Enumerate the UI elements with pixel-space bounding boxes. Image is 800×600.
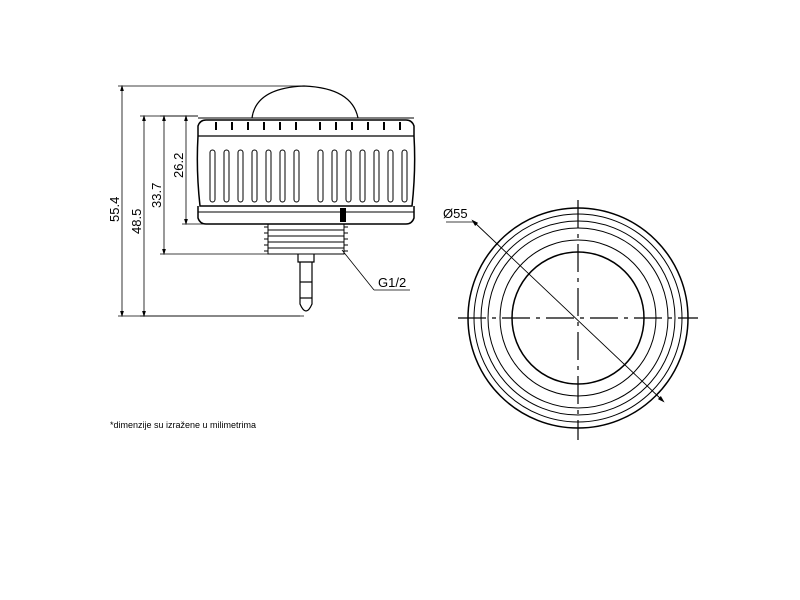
dim-total-height: 55.4: [107, 197, 122, 222]
top-view: [446, 200, 698, 440]
dim-housing-thread: 33.7: [149, 183, 164, 208]
top-rim: [197, 119, 415, 136]
dimension-lines: [118, 84, 304, 318]
dim-height-to-base: 48.5: [129, 209, 144, 234]
dim-housing-height: 26.2: [171, 153, 186, 178]
housing-body: [196, 135, 416, 207]
thread: [264, 223, 348, 255]
housing-base: [197, 206, 415, 225]
dome-outline: [251, 85, 359, 119]
rim-notches: [215, 122, 401, 130]
side-view: G1/2: [196, 85, 416, 312]
diameter-leader: [471, 219, 665, 403]
thread-leader: [341, 249, 410, 291]
dim-diameter: Ø55: [443, 206, 468, 221]
units-note: *dimenzije su izražene u milimetrima: [110, 420, 257, 430]
base-tab: [340, 208, 346, 222]
housing-ribs: [209, 149, 408, 203]
thread-label: G1/2: [378, 275, 406, 290]
connector-pin: [297, 254, 315, 312]
